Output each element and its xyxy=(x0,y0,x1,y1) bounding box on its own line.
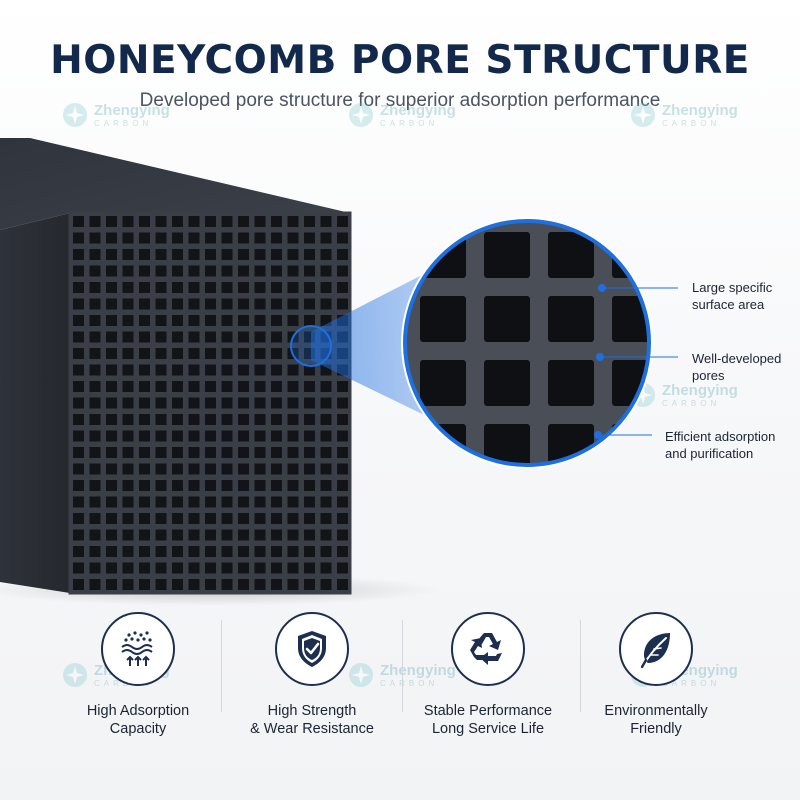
feature-label: High Strength & Wear Resistance xyxy=(250,703,374,737)
callout-dot xyxy=(594,431,602,439)
feature-icon-circle xyxy=(619,612,693,686)
callout-adsorption: Efficient adsorption and purification xyxy=(665,429,776,461)
watermark-logo-icon xyxy=(63,103,87,127)
divider xyxy=(402,620,403,712)
watermark-logo-icon xyxy=(349,663,373,687)
feature-label: Environmentally Friendly xyxy=(604,703,708,737)
callout-dot xyxy=(596,353,604,361)
feature-label: Stable Performance Long Service Life xyxy=(423,703,553,737)
divider xyxy=(580,620,581,712)
page-subtitle: Developed pore structure for superior ad… xyxy=(139,90,661,111)
watermark-logo-icon xyxy=(631,103,655,127)
shield-check-icon xyxy=(298,631,326,667)
feature-eco: Environmentally Friendly xyxy=(566,612,746,738)
feature-strength: High Strength & Wear Resistance xyxy=(222,612,402,738)
callout-pores: Well-developed pores xyxy=(692,351,782,383)
callout-markers xyxy=(594,284,678,439)
recycle-icon xyxy=(470,633,502,665)
honeycomb-face xyxy=(70,213,350,593)
watermark-logo-icon xyxy=(63,663,87,687)
feature-adsorption: High Adsorption Capacity xyxy=(48,612,228,738)
feature-stability: Stable Performance Long Service Life xyxy=(398,612,578,738)
block-top-face xyxy=(0,138,350,230)
callout-surface-area: Large specific surface area xyxy=(692,280,773,312)
feature-icon-circle xyxy=(275,612,349,686)
divider xyxy=(221,620,222,712)
product-scene xyxy=(0,138,678,606)
feature-icon-circle xyxy=(451,612,525,686)
adsorption-icon xyxy=(121,631,153,666)
callout-dot xyxy=(598,284,606,292)
magnifier-view xyxy=(401,217,653,469)
watermark-logo-icon xyxy=(349,103,373,127)
block-side-face xyxy=(0,213,70,593)
focus-circle xyxy=(290,325,332,367)
feature-label: High Adsorption Capacity xyxy=(86,703,190,737)
leaf-icon xyxy=(640,633,670,669)
feature-icon-circle xyxy=(101,612,175,686)
page-title: HONEYCOMB PORE STRUCTURE xyxy=(50,38,750,83)
